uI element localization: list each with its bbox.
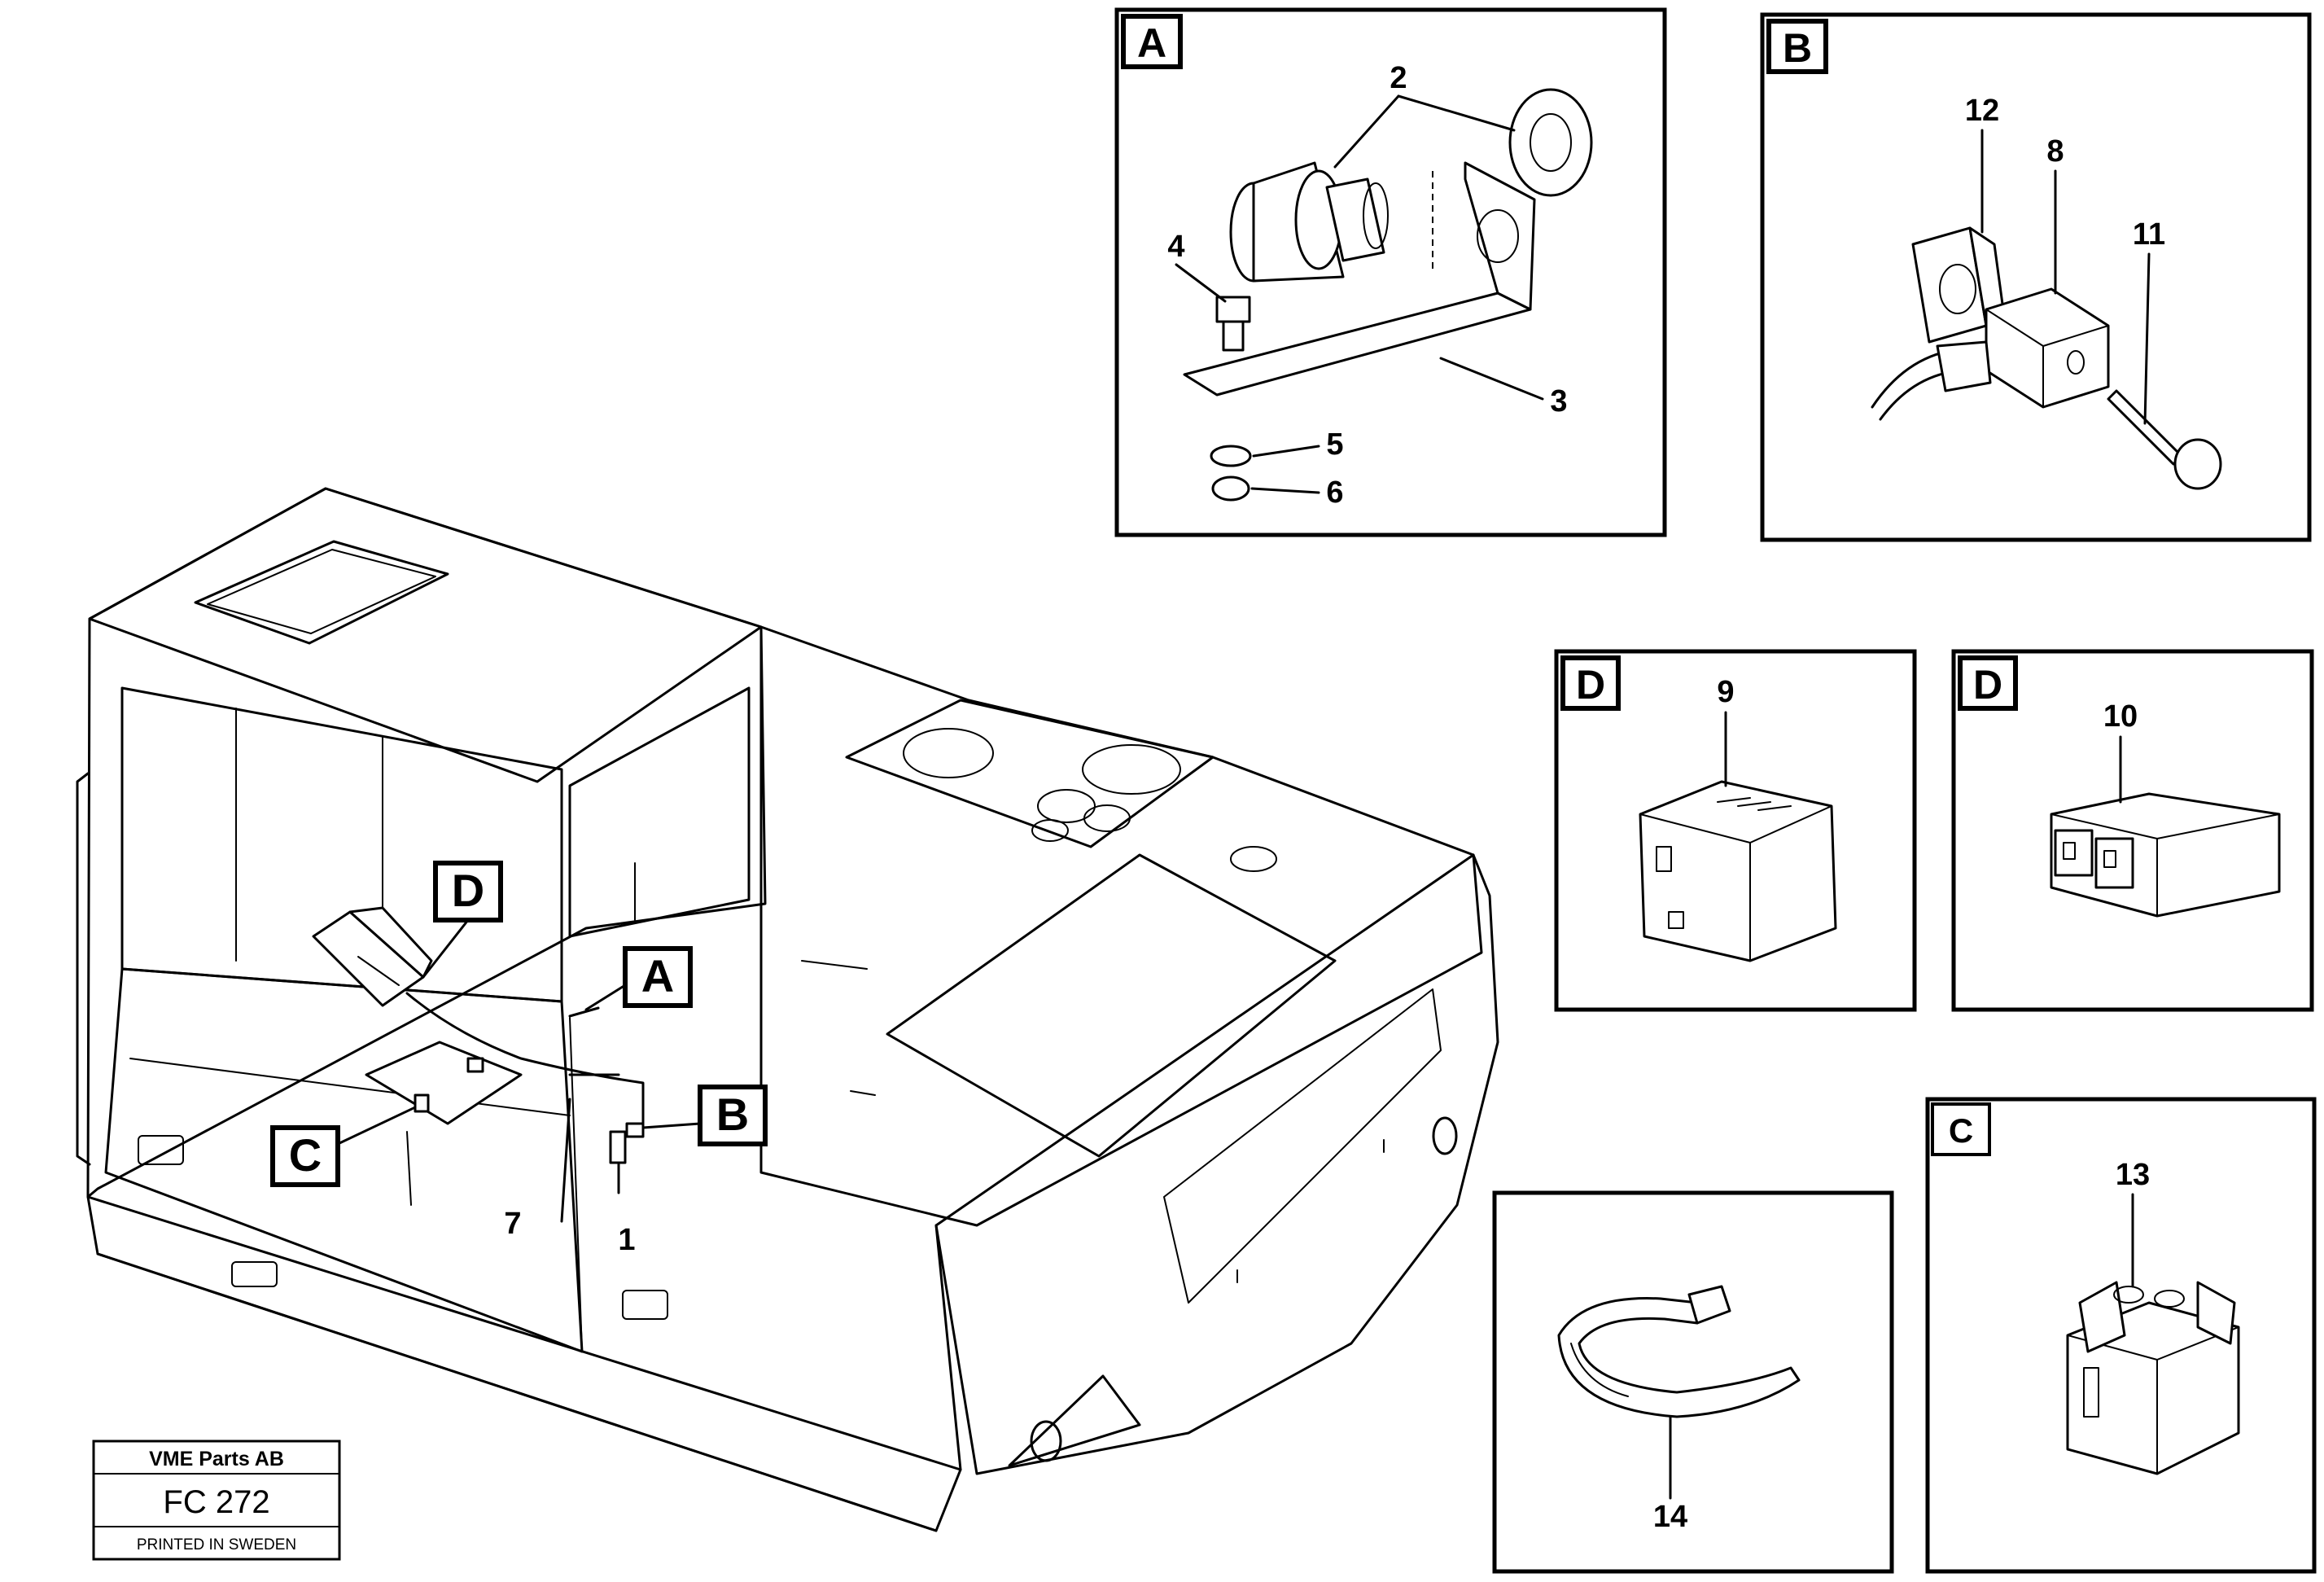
detail-panel-b: B 12 8 11	[1760, 12, 2312, 542]
part-13-number: 13	[2116, 1158, 2150, 1192]
part-14-number: 14	[1653, 1500, 1687, 1534]
detail-panel-c: C 13	[1925, 1097, 2317, 1574]
panel-c-tag: C	[1949, 1111, 1973, 1150]
excavator-upper-structure	[76, 487, 1499, 1532]
callout-c-box	[270, 1125, 340, 1187]
printed-note: PRINTED IN SWEDEN	[137, 1536, 296, 1554]
callout-c-label: C	[289, 1129, 322, 1181]
panel-d1-tag: D	[1576, 662, 1605, 708]
part-5-number: 5	[1326, 427, 1343, 462]
callout-b-label: B	[716, 1089, 749, 1140]
callout-a-box	[623, 946, 693, 1008]
detail-panel-d-relay: D 9	[1554, 649, 1917, 1012]
company-name: VME Parts AB	[149, 1448, 284, 1470]
panel-b-tag: B	[1783, 25, 1812, 71]
part-8-number: 8	[2046, 134, 2064, 169]
part-1-number: 1	[618, 1223, 635, 1257]
detail-panel-cable-tie: 14	[1492, 1190, 1894, 1574]
part-10-number: 10	[2103, 699, 2138, 734]
title-block: VME Parts AB FC 272 PRINTED IN SWEDEN	[92, 1440, 341, 1561]
panel-d2-tag: D	[1973, 662, 2002, 708]
part-2-number: 2	[1390, 61, 1407, 95]
part-4-number: 4	[1167, 230, 1184, 264]
detail-panel-d-plug: D 10	[1951, 649, 2314, 1012]
part-11-number: 11	[2133, 217, 2165, 252]
main-callouts: D A B C 7 1	[270, 861, 768, 1257]
part-12-number: 12	[1965, 94, 1999, 128]
callout-d-label: D	[452, 865, 484, 916]
part-9-number: 9	[1717, 675, 1734, 709]
callout-a-label: A	[641, 950, 674, 1001]
part-3-number: 3	[1550, 384, 1567, 419]
figure-code: FC 272	[163, 1484, 269, 1520]
panel-a-tag: A	[1137, 20, 1166, 66]
part-7-number: 7	[504, 1207, 521, 1241]
part-6-number: 6	[1326, 475, 1343, 510]
cab-interior-components	[312, 906, 645, 1223]
detail-panel-a: A 2 4 3 5 6	[1114, 7, 1667, 537]
callout-b-box	[698, 1085, 768, 1146]
